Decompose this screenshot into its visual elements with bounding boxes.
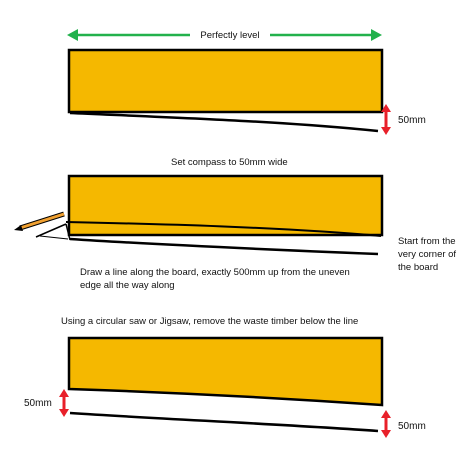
uneven-edge-3 [69, 411, 379, 433]
uneven-edge-1 [69, 111, 379, 133]
step2-title: Set compass to 50mm wide [171, 157, 288, 168]
step3-title: Using a circular saw or Jigsaw, remove t… [61, 316, 359, 327]
board-1 [67, 48, 384, 114]
gap-label-1: 50mm [398, 115, 426, 126]
corner-note-line-1: Start from the [398, 236, 456, 247]
dimension-arrow-right [381, 410, 391, 438]
dimension-arrow-left [59, 389, 69, 417]
instruction-line-2: edge all the way along [80, 280, 175, 291]
corner-note-line-3: the board [398, 262, 439, 273]
board-2 [67, 174, 384, 237]
scribed-line [65, 221, 382, 237]
uneven-edge-2 [69, 237, 379, 256]
instruction-line-1: Draw a line along the board, exactly 500… [80, 267, 350, 278]
compass-pencil-icon [14, 211, 71, 241]
corner-note-line-2: very corner of [398, 249, 457, 260]
perfectly-level-label: Perfectly level [190, 29, 270, 42]
dimension-arrow-1 [381, 104, 391, 135]
left-gap-label: 50mm [24, 398, 52, 409]
board-3 [67, 336, 384, 407]
right-gap-label: 50mm [398, 421, 426, 432]
